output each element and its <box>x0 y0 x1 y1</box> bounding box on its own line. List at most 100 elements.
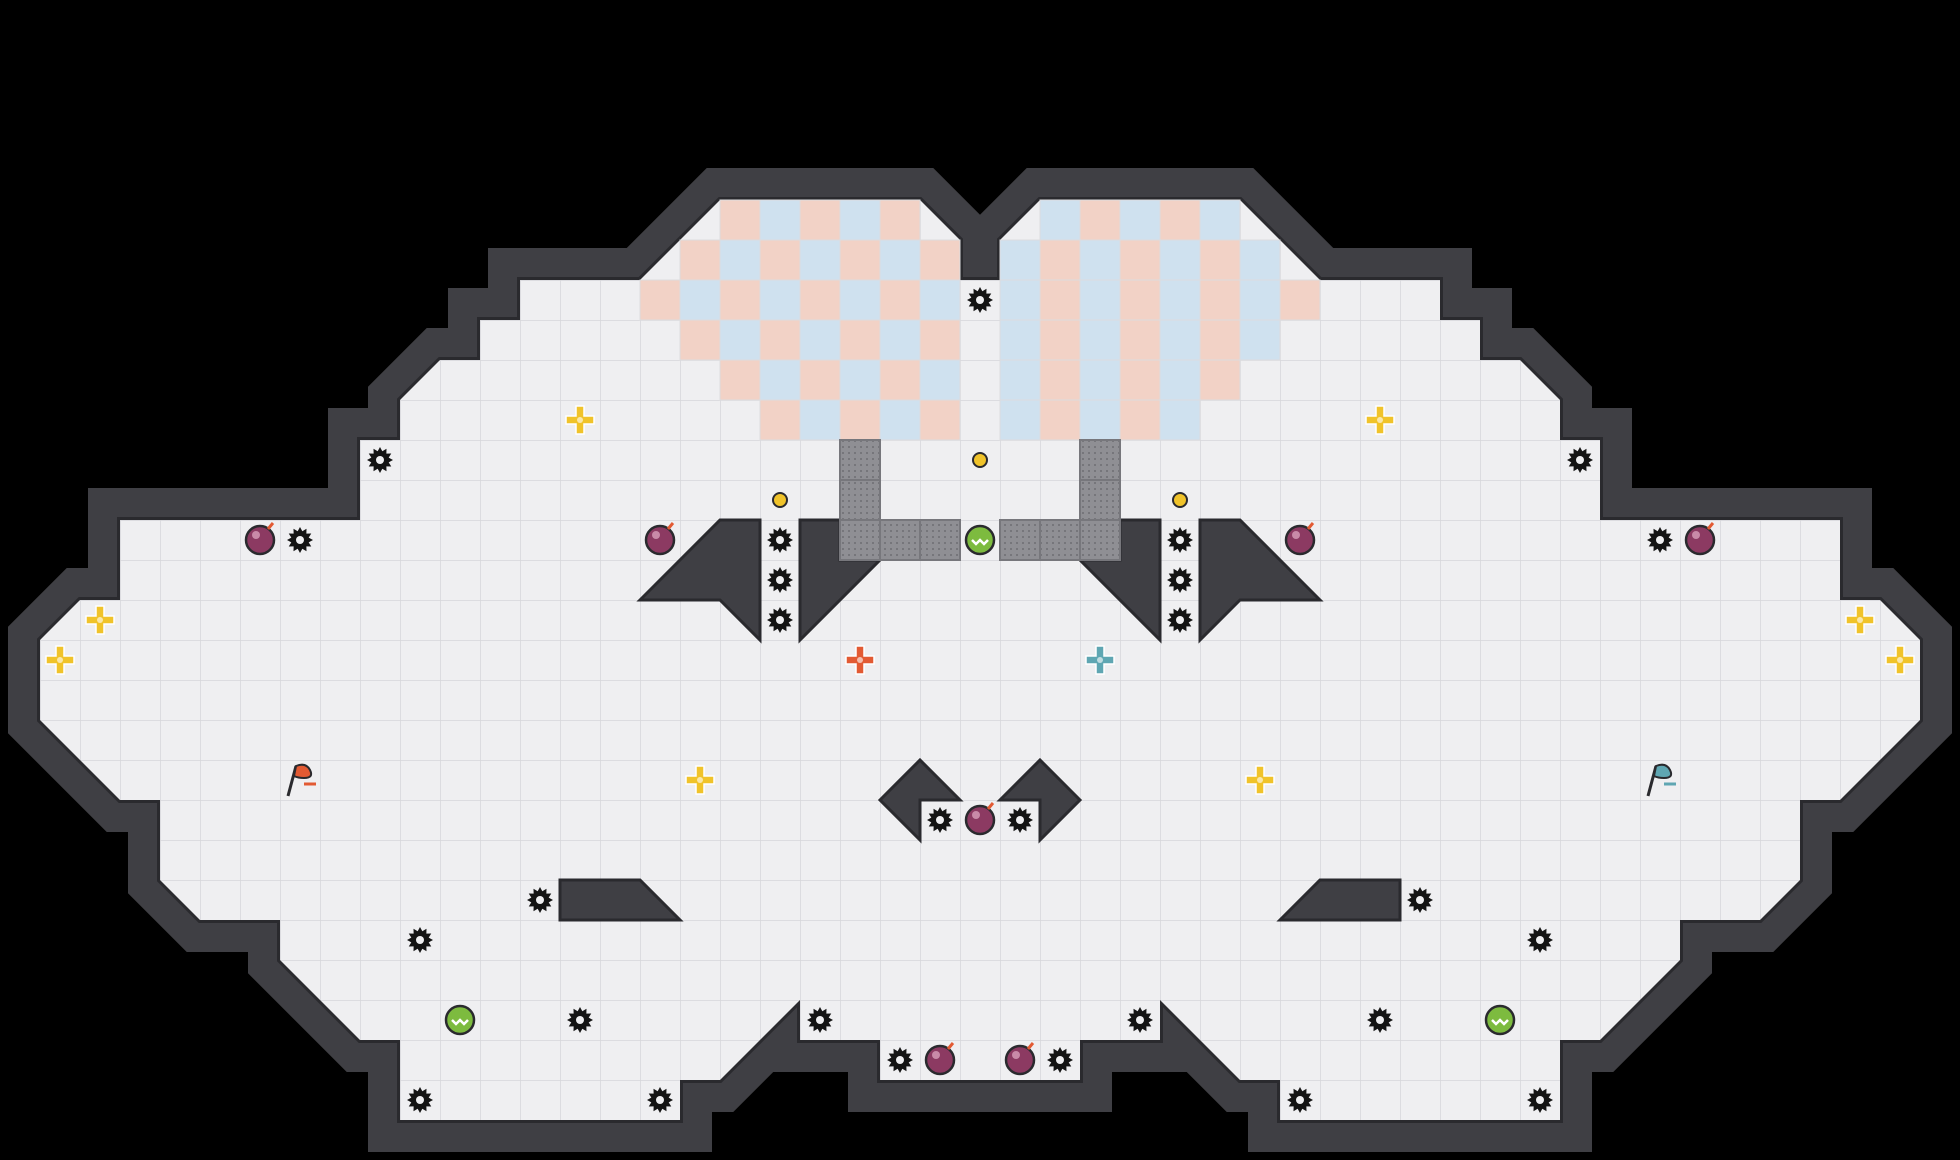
blue-zone-tile <box>879 399 921 441</box>
red-zone-tile <box>839 319 881 361</box>
red-zone-tile <box>1079 199 1121 241</box>
red-zone-tile <box>1159 199 1201 241</box>
blue-zone-tile <box>1239 239 1281 281</box>
spike-icon <box>807 1007 833 1033</box>
blue-zone-tile <box>799 399 841 441</box>
red-zone-tile <box>1039 359 1081 401</box>
blue-zone-tile <box>1239 319 1281 361</box>
spike-icon <box>1127 1007 1153 1033</box>
red-zone-tile <box>1199 359 1241 401</box>
portal-icon <box>972 452 988 468</box>
boost-icon <box>685 765 715 795</box>
red-zone-tile <box>1039 399 1081 441</box>
red-zone-tile <box>1119 239 1161 281</box>
spike-icon <box>1367 1007 1393 1033</box>
gate-tile <box>919 519 961 561</box>
spike-icon <box>647 1087 673 1113</box>
floor-layer <box>40 200 1920 1120</box>
zone-right-row1 <box>1039 199 1241 241</box>
blue-zone-tile <box>839 279 881 321</box>
spike-icon <box>1287 1087 1313 1113</box>
blue-zone-tile <box>1159 319 1201 361</box>
red-zone-tile <box>799 359 841 401</box>
red-zone-tile <box>1199 279 1241 321</box>
zone-left-row2 <box>679 239 961 281</box>
spike-icon <box>767 567 793 593</box>
spike-icon <box>407 1087 433 1113</box>
bomb-icon <box>1284 522 1316 556</box>
boost-icon <box>1245 765 1275 795</box>
red-zone-tile <box>919 319 961 361</box>
red-zone-tile <box>1199 239 1241 281</box>
spike-icon <box>567 1007 593 1033</box>
blue-zone-tile <box>919 359 961 401</box>
red-zone-tile <box>919 399 961 441</box>
red-zone-tile <box>839 399 881 441</box>
red-zone-tile <box>759 319 801 361</box>
red-zone-tile <box>1039 279 1081 321</box>
blue-zone-tile <box>719 319 761 361</box>
boost-icon <box>45 645 75 675</box>
blue-zone-tile <box>999 239 1041 281</box>
blue-zone-tile <box>759 199 801 241</box>
gate-tile <box>1079 479 1121 521</box>
blue-zone-tile <box>679 279 721 321</box>
spike-icon <box>767 607 793 633</box>
blue-zone-tile <box>1199 199 1241 241</box>
obstacle-wall <box>877 757 964 844</box>
obstacle-layer <box>558 439 1402 922</box>
bomb-icon <box>244 522 276 556</box>
blue-zone-tile <box>1079 359 1121 401</box>
blue-zone-tile <box>1079 239 1121 281</box>
zone-left-row1 <box>719 199 921 241</box>
red-zone-tile <box>1119 319 1161 361</box>
boost-icon <box>1365 405 1395 435</box>
spike-icon <box>927 807 953 833</box>
blue-zone-tile <box>759 359 801 401</box>
spike-icon <box>287 527 313 553</box>
spike-icon <box>967 287 993 313</box>
blue-zone-tile <box>1079 279 1121 321</box>
blue-zone-tile <box>999 279 1041 321</box>
spike-icon <box>767 527 793 553</box>
boost-icon <box>1885 645 1915 675</box>
portal-icon <box>772 492 788 508</box>
bomb-icon <box>1004 1042 1036 1076</box>
spike-icon <box>1007 807 1033 833</box>
spike-icon <box>1047 1047 1073 1073</box>
blue-zone-tile <box>719 239 761 281</box>
zone-left-row4 <box>679 319 961 361</box>
zone-right-row5 <box>999 359 1241 401</box>
bomb-icon <box>644 522 676 556</box>
gate-tile <box>839 439 881 481</box>
spike-icon <box>1407 887 1433 913</box>
blue-zone-tile <box>799 319 841 361</box>
red-zone-tile <box>1199 319 1241 361</box>
red-zone-tile <box>719 279 761 321</box>
blue-flag-icon <box>1646 763 1676 797</box>
gate-tile <box>999 519 1041 561</box>
red-zone-tile <box>879 199 921 241</box>
blue-zone-tile <box>1239 279 1281 321</box>
red-zone-tile <box>1119 359 1161 401</box>
boost-icon <box>1085 645 1115 675</box>
red-zone-tile <box>1279 279 1321 321</box>
blue-zone-tile <box>759 279 801 321</box>
gate-tile <box>1039 519 1081 561</box>
zone-right-row4 <box>999 319 1281 361</box>
spike-icon <box>1527 1087 1553 1113</box>
portal-icon <box>1172 492 1188 508</box>
blue-zone-tile <box>799 239 841 281</box>
boost-icon <box>845 645 875 675</box>
blue-zone-tile <box>1119 199 1161 241</box>
blue-zone-tile <box>1039 199 1081 241</box>
blue-zone-tile <box>999 359 1041 401</box>
blue-zone-tile <box>1079 399 1121 441</box>
red-flag-icon <box>286 763 316 797</box>
gate-tile <box>839 519 881 561</box>
bomb-icon <box>924 1042 956 1076</box>
bomb-icon <box>964 802 996 836</box>
arena-floor <box>40 200 1920 1120</box>
